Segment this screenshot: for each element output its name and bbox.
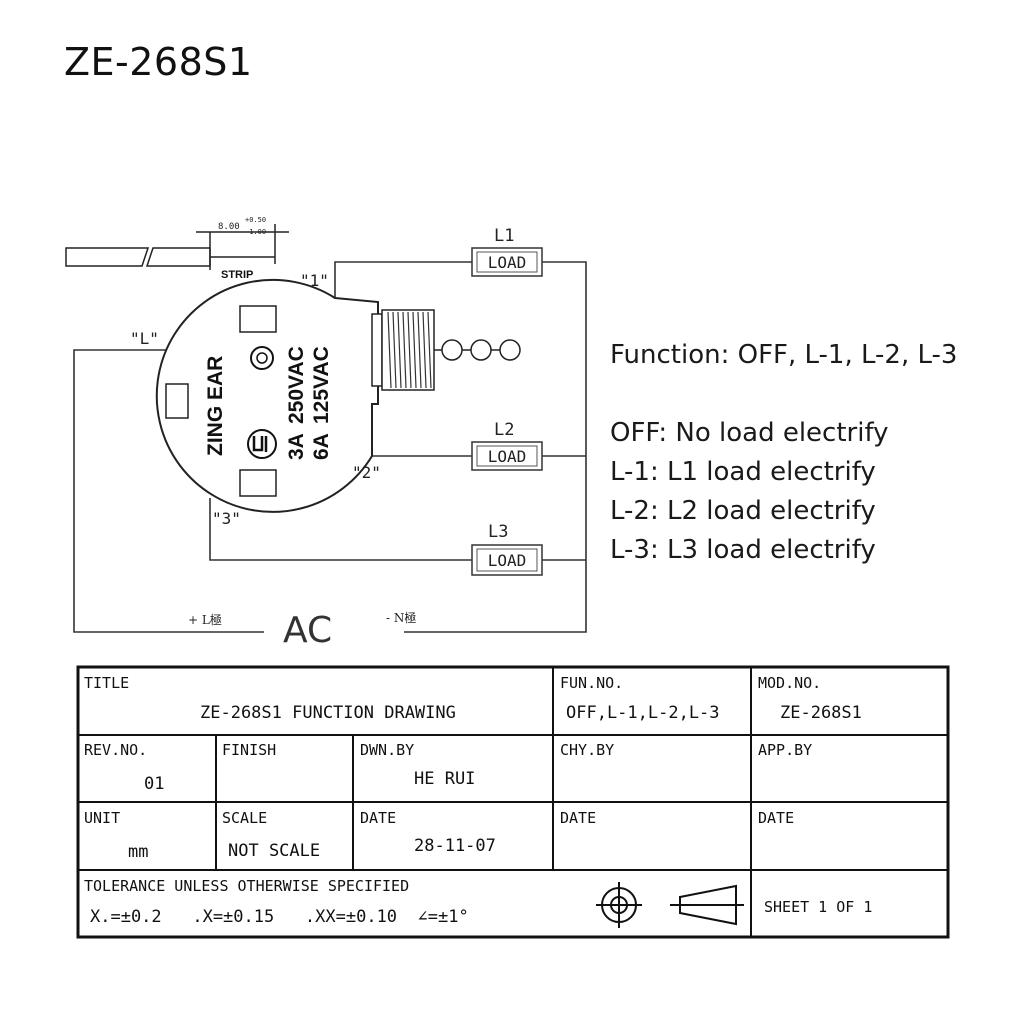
finish-label: FINISH <box>222 741 276 759</box>
ac-label: AC <box>283 610 332 651</box>
brand-text: ZING EAR <box>204 356 227 456</box>
current-rating-1: 3A <box>285 433 308 460</box>
terminal-label-l: "L" <box>130 329 159 348</box>
rev-no-value: 01 <box>144 774 164 794</box>
date-label: DATE <box>360 809 396 827</box>
rev-no-label: REV.NO. <box>84 741 147 759</box>
terminal-tab-top <box>239 305 277 333</box>
rotary-switch-body: ZING EAR 250VAC 125VAC 3A 6A <box>155 278 379 513</box>
thread-line <box>412 311 417 389</box>
mod-no-label: MOD.NO. <box>758 674 821 692</box>
csa-certification-icon <box>250 346 274 370</box>
ul-certification-icon <box>247 429 277 459</box>
scale-label: SCALE <box>222 809 267 827</box>
terminal-label-3: "3" <box>212 509 241 528</box>
load-name: L2 <box>494 420 514 440</box>
thread-line <box>407 311 412 389</box>
thread-line <box>402 311 407 389</box>
function-line-l2: L-2: L2 load electrify <box>610 496 876 526</box>
sheet-number: SHEET 1 OF 1 <box>764 898 872 916</box>
scale-value: NOT SCALE <box>228 841 320 861</box>
date-label-3: DATE <box>758 809 794 827</box>
current-rating-2: 6A <box>310 433 333 460</box>
load-box-label: LOAD <box>488 551 527 570</box>
load-name: L3 <box>488 522 508 542</box>
title-block <box>76 665 950 939</box>
thread-line <box>422 311 427 389</box>
app-by-label: APP.BY <box>758 741 812 759</box>
unit-label: UNIT <box>84 809 120 827</box>
thread-line <box>427 311 432 389</box>
chy-by-label: CHY.BY <box>560 741 614 759</box>
dwn-by-label: DWN.BY <box>360 741 414 759</box>
date-value: 28-11-07 <box>414 836 496 856</box>
date-label-2: DATE <box>560 809 596 827</box>
function-heading: Function: OFF, L-1, L-2, L-3 <box>610 340 958 370</box>
function-line-off: OFF: No load electrify <box>610 418 889 448</box>
wires <box>73 261 587 633</box>
tolerance-value: X.=±0.2 .X=±0.15 .XX=±0.10 ∠=±1° <box>90 907 469 927</box>
unit-value: mm <box>128 842 148 862</box>
ac-plus-label: + L極 <box>188 612 222 627</box>
pull-chain-icon <box>441 339 521 361</box>
load-l1: L1 LOAD <box>471 226 543 277</box>
ac-minus-label: - N極 <box>386 610 416 625</box>
thread-line <box>387 311 392 389</box>
strip-dim-main: 8.00 <box>218 222 240 232</box>
load-name: L1 <box>494 226 514 246</box>
voltage-rating-1: 250VAC <box>285 346 308 424</box>
first-angle-projection-icon <box>596 882 744 928</box>
thread-line <box>397 311 402 389</box>
function-line-l1: L-1: L1 load electrify <box>610 457 876 487</box>
tolerance-label: TOLERANCE UNLESS OTHERWISE SPECIFIED <box>84 877 409 895</box>
function-line-l3: L-3: L3 load electrify <box>610 535 876 565</box>
terminal-label-1: "1" <box>300 271 329 290</box>
terminal-label-2: "2" <box>352 463 381 482</box>
load-l3: L3 LOAD <box>471 522 543 576</box>
dwn-by-value: HE RUI <box>414 769 475 789</box>
title-label: TITLE <box>84 674 129 692</box>
wire-strip-illustration <box>65 224 289 270</box>
mod-no-value: ZE-268S1 <box>780 703 862 723</box>
voltage-rating-2: 125VAC <box>310 346 333 424</box>
load-box-label: LOAD <box>488 447 527 466</box>
strip-dim-plus: +0.50 <box>245 216 266 224</box>
page-title: ZE-268S1 <box>64 40 253 84</box>
strip-label: STRIP <box>221 269 253 281</box>
thread-line <box>392 311 397 389</box>
title-value: ZE-268S1 FUNCTION DRAWING <box>200 703 456 723</box>
load-l2: L2 LOAD <box>471 420 543 471</box>
terminal-tab-bottom <box>239 469 277 497</box>
thread-line <box>417 311 422 389</box>
load-box-label: LOAD <box>488 253 527 272</box>
strip-dim-minus: -1.00 <box>245 228 266 236</box>
threaded-shaft <box>371 309 446 391</box>
terminal-tab-left <box>165 383 189 419</box>
fun-no-label: FUN.NO. <box>560 674 623 692</box>
fun-no-value: OFF,L-1,L-2,L-3 <box>566 703 720 723</box>
